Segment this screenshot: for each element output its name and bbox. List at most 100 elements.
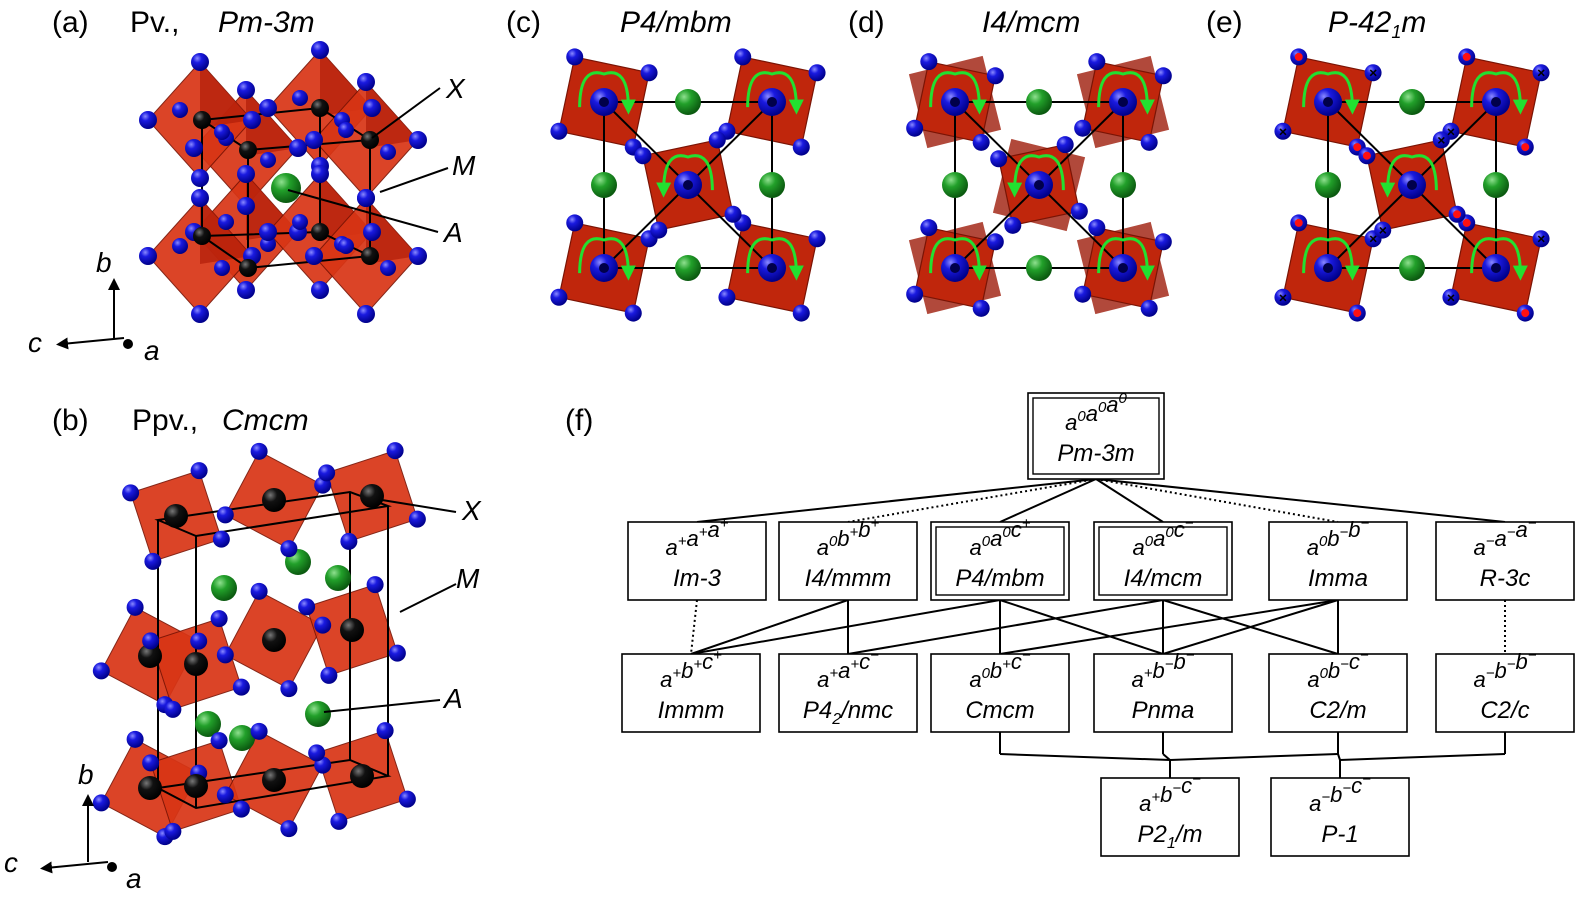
m-atom bbox=[599, 263, 609, 273]
x-atom bbox=[250, 582, 268, 600]
b-axis-label: b bbox=[96, 247, 112, 278]
panel-e-structure: ×××××××××× bbox=[1274, 48, 1550, 322]
tilt-notation: a−b−c− bbox=[1309, 771, 1371, 816]
x-atom bbox=[298, 598, 316, 616]
tilt-box-level3: a+b−c−P21/m bbox=[1100, 771, 1240, 857]
box-frame bbox=[778, 653, 918, 733]
x-atom bbox=[1442, 288, 1460, 306]
x-atom bbox=[232, 678, 250, 696]
x-atom bbox=[280, 680, 298, 698]
x-atom bbox=[1274, 288, 1292, 306]
m-atom bbox=[1491, 263, 1501, 273]
x-atom bbox=[1088, 219, 1106, 237]
x-atom bbox=[1004, 216, 1022, 234]
box-inner-frame bbox=[1032, 397, 1160, 475]
tilt-notation: a+a+c− bbox=[817, 647, 879, 692]
x-atom bbox=[191, 305, 209, 323]
x-atom bbox=[250, 442, 268, 460]
m-atom bbox=[350, 764, 374, 788]
marker-circle bbox=[1521, 309, 1530, 318]
x-atom bbox=[330, 812, 348, 830]
x-atom bbox=[1140, 133, 1158, 151]
a-atom bbox=[591, 172, 617, 198]
tilt-box-level2: a0b−c−C2/m bbox=[1268, 647, 1408, 733]
x-atom bbox=[210, 732, 228, 750]
tilt-notation: a−a−a− bbox=[1473, 515, 1536, 560]
space-group-label: Pnma bbox=[1132, 697, 1195, 724]
x-atom bbox=[280, 820, 298, 838]
x-atom bbox=[650, 221, 668, 239]
m-atom bbox=[138, 644, 162, 668]
tree-connector bbox=[999, 599, 1339, 655]
m-atom bbox=[1118, 97, 1128, 107]
panel-c: (c) P4/mbm bbox=[506, 6, 826, 322]
tree-connector bbox=[999, 599, 1164, 655]
x-atom bbox=[1274, 122, 1292, 140]
octahedron-face bbox=[246, 90, 298, 156]
panel-a: (a) Pv., Pm-3m X M A b c a bbox=[28, 6, 476, 366]
panel-b: (b) Ppv., Cmcm X M A b c a bbox=[4, 404, 482, 894]
panel-d: (d) I4/mcm bbox=[848, 6, 1172, 317]
a-site-label: A bbox=[442, 217, 463, 248]
m-atom bbox=[262, 488, 286, 512]
m-atom bbox=[599, 97, 609, 107]
rotation-arrow bbox=[578, 71, 636, 115]
tilt-box-level2: a0b+c−Cmcm bbox=[930, 647, 1070, 733]
panel-a-label: (a) bbox=[52, 6, 89, 39]
tree-connector bbox=[1162, 753, 1171, 761]
panel-b-title-prefix: Ppv., bbox=[132, 404, 198, 437]
a-atom bbox=[675, 89, 701, 115]
x-atom bbox=[386, 442, 404, 460]
space-group-label: I4/mcm bbox=[1124, 565, 1203, 592]
x-atom bbox=[259, 223, 277, 241]
tilt-notation: a0b−b− bbox=[1307, 515, 1370, 560]
x-atom bbox=[214, 260, 230, 276]
x-atom bbox=[972, 133, 990, 151]
x-atom bbox=[237, 197, 255, 215]
x-atom bbox=[126, 598, 144, 616]
a-axis-label: a bbox=[126, 863, 142, 894]
x-leader-line bbox=[371, 87, 441, 139]
tree-connector bbox=[690, 599, 1001, 655]
marker-circle bbox=[1453, 210, 1462, 219]
x-atom bbox=[185, 139, 203, 157]
marker-cross: × bbox=[1447, 289, 1455, 305]
x-atom bbox=[792, 138, 810, 156]
marker-circle bbox=[1362, 151, 1371, 160]
x-atom bbox=[1154, 67, 1172, 85]
x-atom bbox=[308, 744, 326, 762]
box-frame bbox=[930, 653, 1070, 733]
x-atom bbox=[366, 576, 384, 594]
x-atom bbox=[1532, 64, 1550, 82]
panel-f: (f) a0a0a0Pm-3ma+a+a+Im-3a0b+b+I4/mmma0a… bbox=[565, 390, 1575, 857]
a-atom bbox=[195, 711, 221, 737]
panel-c-label: (c) bbox=[506, 6, 541, 39]
tilt-box-level1: a+a+a+Im-3 bbox=[627, 515, 767, 601]
a-atom bbox=[1483, 172, 1509, 198]
x-atom bbox=[190, 632, 208, 650]
a-atom bbox=[271, 173, 301, 203]
box-frame bbox=[1270, 777, 1410, 857]
box-frame bbox=[1268, 653, 1408, 733]
m-atom bbox=[1407, 180, 1417, 190]
tree-connector bbox=[847, 599, 1164, 655]
x-atom bbox=[243, 111, 261, 129]
rotation-arrow bbox=[1097, 71, 1155, 115]
box-frame bbox=[1100, 777, 1240, 857]
x-atom bbox=[280, 540, 298, 558]
x-atom bbox=[210, 610, 228, 628]
x-atom bbox=[311, 165, 329, 183]
x-atom bbox=[191, 189, 209, 207]
x-atom bbox=[164, 822, 182, 840]
x-atom bbox=[718, 288, 736, 306]
a-atom bbox=[1026, 255, 1052, 281]
x-atom bbox=[357, 305, 375, 323]
tilt-box-level1: a0a0c+P4/mbm bbox=[930, 515, 1070, 601]
rotation-arrow bbox=[656, 154, 714, 198]
x-atom bbox=[550, 288, 568, 306]
x-atom bbox=[388, 644, 406, 662]
rotation-arrow bbox=[746, 237, 804, 281]
tilt-notation: a+b−c− bbox=[1139, 771, 1201, 816]
tree-connector bbox=[690, 599, 849, 655]
